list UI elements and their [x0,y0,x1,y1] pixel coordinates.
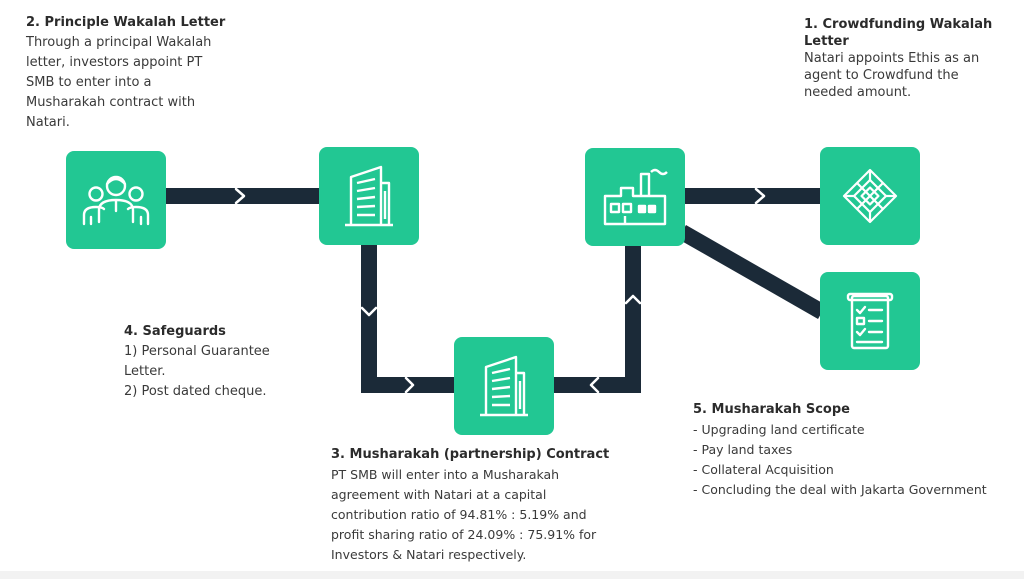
principle-wakalah-line: Natari. [26,115,70,130]
musharakah-contract-line: PT SMB will enter into a Musharakah [331,467,560,482]
musharakah-scope-line: - Pay land taxes [693,442,793,457]
scope-document-node [820,272,920,370]
principle-wakalah-line: Through a principal Wakalah [26,35,212,50]
musharakah-scope-line: - Collateral Acquisition [693,462,834,477]
ethis-node [820,147,920,245]
musharakah-contract-title: 3. Musharakah (partnership) Contract [331,447,610,462]
footer-band [0,571,1024,579]
musharakah-contract-line: Investors & Natari respectively. [331,547,527,562]
ethis-logo-icon [842,168,898,224]
crowdfunding-wakalah-label: 1. Crowdfunding Wakalah Letter Natari ap… [804,16,992,101]
chevron-right-icon [754,187,766,205]
crowdfunding-wakalah-line: agent to Crowdfund the [804,68,959,83]
chevron-right-icon [234,187,246,205]
ptsmb-building-node-top [319,147,419,245]
chevron-up-icon [624,294,642,305]
musharakah-contract-line: agreement with Natari at a capital [331,487,547,502]
principle-wakalah-title: 2. Principle Wakalah Letter [26,15,226,30]
musharakah-contract-label: 3. Musharakah (partnership) Contract PT … [331,445,609,565]
chevron-left-icon [589,376,600,394]
ptsmb-building-node-bottom [454,337,554,435]
musharakah-scope-label: 5. Musharakah Scope - Upgrading land cer… [693,400,987,500]
investors-group-icon [82,175,150,226]
principle-wakalah-line: letter, investors appoint PT [26,55,203,70]
chevron-down-icon [360,306,378,317]
investors-node [66,151,166,249]
safeguards-line: 2) Post dated cheque. [124,384,267,399]
checklist-document-icon [846,292,894,350]
crowdfunding-wakalah-title: 1. Crowdfunding Wakalah [804,17,993,32]
office-building-icon [480,355,528,417]
connector-natari-to-scope [678,225,826,319]
musharakah-scope-line: - Upgrading land certificate [693,422,865,437]
musharakah-scope-line: - Concluding the deal with Jakarta Gover… [693,482,987,497]
musharakah-scope-title: 5. Musharakah Scope [693,402,850,417]
musharakah-contract-line: profit sharing ratio of 24.09% : 75.91% … [331,527,597,542]
connector-ptsmb-to-contract [361,244,455,393]
musharakah-contract-line: contribution ratio of 94.81% : 5.19% and [331,507,587,522]
safeguards-label: 4. Safeguards 1) Personal Guarantee Lett… [124,322,270,402]
principle-wakalah-line: SMB to enter into a [26,75,152,90]
connector-contract-to-natari [553,245,641,393]
safeguards-line: 1) Personal Guarantee [124,344,270,359]
safeguards-line: Letter. [124,364,166,379]
office-building-icon [345,165,393,227]
crowdfunding-wakalah-title: Letter [804,34,849,49]
safeguards-title: 4. Safeguards [124,324,226,339]
chevron-right-icon [404,376,415,394]
crowdfunding-wakalah-line: needed amount. [804,85,912,100]
principle-wakalah-label: 2. Principle Wakalah Letter Through a pr… [26,13,225,133]
crowdfunding-wakalah-line: Natari appoints Ethis as an [804,51,980,66]
natari-factory-node [585,148,685,246]
factory-icon [603,168,668,226]
principle-wakalah-line: Musharakah contract with [26,95,196,110]
